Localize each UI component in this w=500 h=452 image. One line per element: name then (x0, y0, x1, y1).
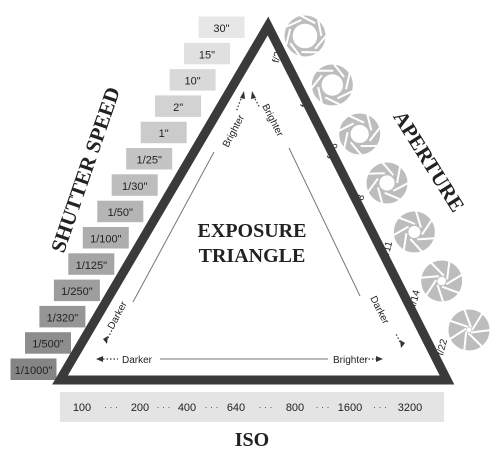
aperture-heading: APERTURE (388, 106, 469, 216)
shutter-strip-bg (168, 68, 217, 92)
exposure-triangle (52, 16, 455, 385)
title-line-2: TRIANGLE (199, 245, 306, 267)
right-bottom-stem (395, 333, 401, 343)
bottom-darker-label: Darker (122, 355, 153, 366)
shutter-strip: 1/250" (52, 278, 101, 303)
left-bottom-stem (107, 329, 113, 339)
aperture-icon (420, 259, 464, 303)
shutter-speed-label: 15" (199, 49, 215, 61)
shutter-speed-label: 1" (159, 128, 169, 140)
shutter-strip: 30" (197, 15, 246, 39)
title-line-1: EXPOSURE (198, 220, 307, 242)
iso-separator: · · · (157, 402, 171, 412)
shutter-strip: 10" (168, 68, 217, 92)
shutter-strip-bg (197, 15, 246, 39)
shutter-strip-bg (110, 173, 159, 197)
right-top-brighter-label: Brighter (259, 102, 285, 139)
shutter-strip: 1/1000" (9, 357, 58, 381)
bottom-left-arrowhead (96, 356, 103, 362)
iso-separator: · · · (373, 402, 387, 412)
shutter-strip-bg (9, 357, 58, 381)
shutter-strip: 1/30" (110, 173, 159, 197)
iso-separator: · · · (205, 402, 219, 412)
shutter-speed-label: 1/320" (47, 312, 79, 324)
shutter-strip: 2" (154, 94, 203, 118)
iso-separator: · · · (259, 402, 273, 412)
aperture-icon (365, 161, 409, 205)
iso-separator: · · · (316, 402, 330, 412)
iso-heading: ISO (235, 429, 269, 451)
shutter-strip-bg (183, 41, 231, 66)
aperture-icon (283, 14, 327, 58)
shutter-strip-bg (67, 252, 116, 276)
aperture-icon (338, 112, 382, 156)
shutter-strip-bg (125, 147, 174, 171)
left-bottom-arrowhead (103, 336, 108, 344)
shutter-strip-bg (24, 331, 72, 355)
shutter-strip: 1/500" (24, 331, 72, 355)
bottom-brighter-label: Brighter (333, 355, 369, 366)
shutter-strip-bg (154, 94, 203, 118)
shutter-speed-label: 1/1000" (15, 365, 53, 377)
iso-band (60, 392, 444, 422)
iso-scale: 100 · · · 200 · · · 400 · · · 640 · · · 800 · · ·… (73, 402, 422, 414)
bottom-right-arrowhead (376, 356, 383, 362)
shutter-speed-label: 1/50" (108, 207, 133, 219)
shutter-speed-label: 1/125" (76, 260, 108, 272)
shutter-strip-bg (96, 199, 145, 224)
shutter-speed-scale: 30" 15" 10" 2" 1" 1/25" 1/30" 1/50" 1/100" 1/125"… (9, 15, 246, 381)
shutter-strip-bg (81, 226, 130, 250)
aperture-icon (447, 308, 491, 352)
shutter-speed-label: 1/500" (32, 339, 64, 351)
aperture-scale: f/2.8f/4f5.6f/8f/11f/14f/22 (271, 14, 491, 357)
iso-value: 800 (286, 402, 304, 414)
right-bottom-darker-label: Darker (367, 294, 391, 326)
shutter-strip: 15" (183, 41, 231, 66)
shutter-strip-bg (139, 120, 188, 145)
aperture-stop-label: f/22 (435, 337, 450, 356)
aperture-icon (392, 210, 436, 254)
shutter-strip: 1/100" (81, 226, 130, 250)
iso-value: 640 (227, 402, 245, 414)
shutter-speed-label: 10" (185, 76, 201, 88)
shutter-strip-bg (52, 278, 101, 303)
shutter-strip: 1/25" (125, 147, 174, 171)
shutter-strip: 1" (139, 120, 188, 145)
iso-value: 400 (178, 402, 196, 414)
left-top-stem (235, 98, 242, 113)
iso-separator: · · · (104, 402, 118, 412)
shutter-speed-label: 1/25" (137, 155, 162, 167)
shutter-strip: 1/50" (96, 199, 145, 224)
shutter-strip: 1/320" (38, 304, 87, 329)
right-bottom-arrowhead (400, 340, 405, 348)
iso-value: 200 (131, 402, 149, 414)
left-top-arrowhead (240, 91, 245, 99)
left-arrow-line (132, 151, 215, 303)
shutter-speed-label: 1/30" (122, 181, 147, 193)
left-top-brighter-label: Brighter (221, 113, 247, 150)
right-top-arrowhead (251, 91, 256, 99)
shutter-speed-label: 30" (213, 23, 229, 35)
aperture-icon (310, 63, 354, 107)
shutter-strip-bg (38, 304, 87, 329)
iso-value: 100 (73, 402, 91, 414)
right-arrow-line (288, 147, 361, 297)
shutter-speed-label: 1/100" (90, 234, 122, 246)
shutter-strip: 1/125" (67, 252, 116, 276)
iso-value: 3200 (398, 402, 422, 414)
iso-value: 1600 (338, 402, 362, 414)
shutter-speed-label: 2" (173, 102, 183, 114)
shutter-speed-label: 1/250" (61, 286, 93, 298)
